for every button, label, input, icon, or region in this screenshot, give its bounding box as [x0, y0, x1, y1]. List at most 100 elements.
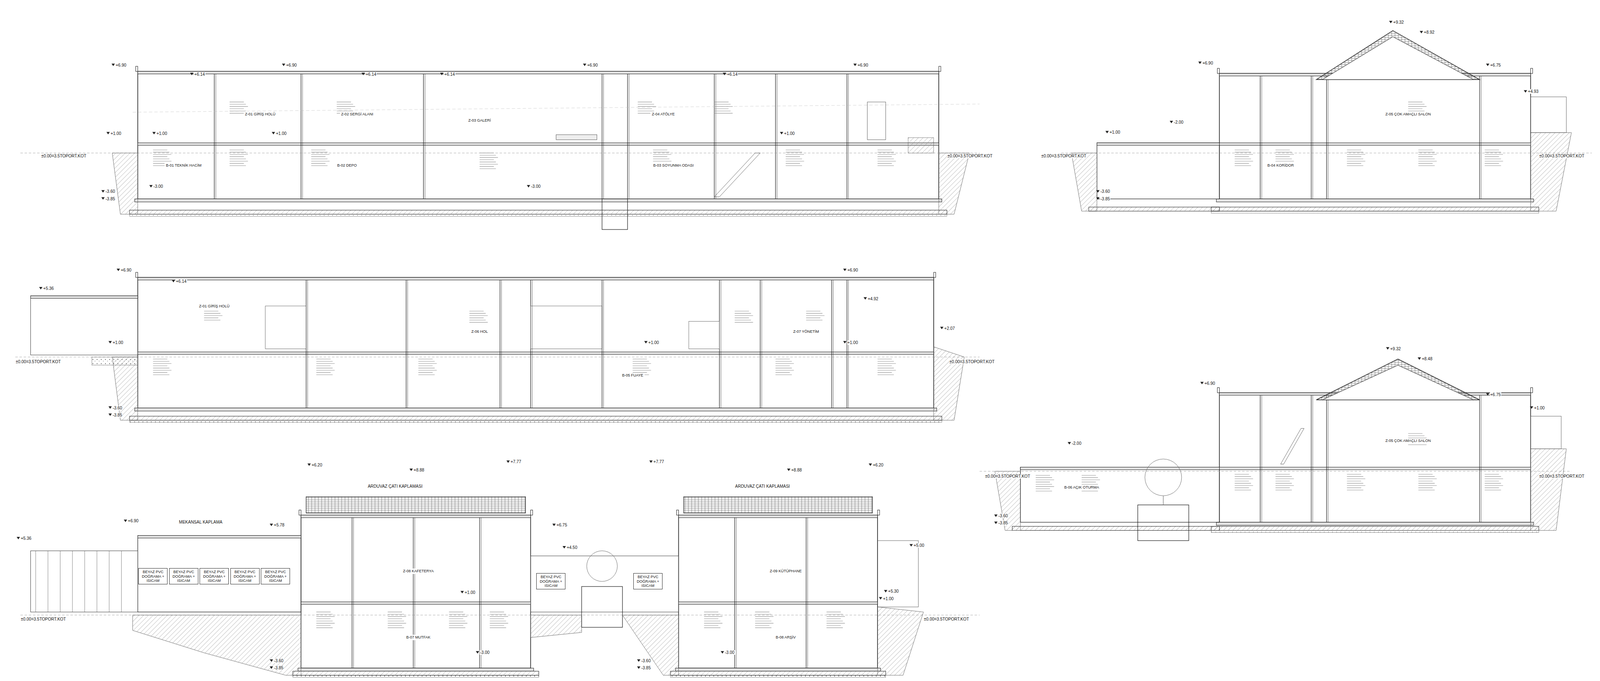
drawing-line: [490, 618, 505, 620]
drawing-line: [637, 101, 653, 103]
drawing-line: [449, 618, 464, 620]
drawing-line: [1234, 154, 1253, 155]
drawing-line: [387, 620, 405, 622]
drawing-line: [1484, 476, 1501, 478]
drawing-line: [1484, 165, 1501, 166]
drawing-line: [877, 365, 892, 367]
drawing-rect: [678, 602, 878, 605]
drawing-line: [152, 156, 168, 158]
drawing-rect: [1217, 387, 1220, 393]
drawing-line: [1035, 486, 1055, 488]
drawing-line: [490, 625, 505, 626]
drawing-line: [316, 618, 331, 620]
drawing-line: [755, 618, 770, 620]
drawing-line: [652, 158, 670, 160]
drawing-line: [1234, 160, 1253, 162]
drawing-line: [204, 315, 223, 316]
drawing-line: [704, 623, 723, 624]
level-label: +6.90: [115, 62, 127, 68]
drawing-line: [479, 161, 496, 163]
room-tag: B-05 FUAYE: [620, 372, 645, 378]
drawing-line: [632, 358, 647, 360]
drawing-line: [1081, 479, 1100, 480]
drawing-line: [785, 154, 805, 155]
level-triangle: [1200, 382, 1204, 385]
room-tag: B-04 KORİDOR: [1266, 162, 1296, 168]
drawing-line: [229, 163, 244, 164]
drawing-line: [152, 154, 172, 155]
level-label: MEKANSAL KAPLAMA: [178, 520, 223, 525]
drawing-line: [15, 357, 980, 358]
level-label: -3.60: [640, 658, 652, 664]
drawing-line: [734, 517, 735, 669]
drawing-line: [469, 320, 486, 321]
drawing-line: [1275, 154, 1294, 155]
drawing-rect: [137, 142, 939, 146]
drawing-rect: [129, 416, 942, 421]
room-tag: B-07 MUTFAK: [405, 635, 432, 640]
drawing-shape: [995, 471, 1021, 531]
level-triangle: [868, 463, 873, 467]
drawing-line: [229, 160, 248, 162]
drawing-line: [806, 313, 823, 314]
level-triangle: [271, 132, 275, 135]
drawing-line: [1234, 149, 1249, 150]
drawing-line: [877, 358, 892, 360]
drawing-rect: [292, 675, 539, 678]
drawing-rect: [877, 510, 880, 515]
drawing-line: [1081, 482, 1096, 483]
drawing-line: [826, 623, 845, 624]
room-name: Z-01 GİRİŞ HOLÜ: [245, 112, 276, 117]
drawing-line: [632, 370, 651, 371]
level-triangle: [1486, 63, 1490, 67]
drawing-rect: [137, 71, 939, 74]
drawing-line: [1275, 490, 1292, 491]
level-label: +9.32: [1392, 20, 1405, 25]
level-triangle: [16, 537, 20, 540]
drawing-line: [826, 625, 841, 626]
drawing-line: [35, 550, 36, 613]
level-label: ±0.00=3.5TOPORT.KOT: [40, 153, 87, 159]
drawing-line: [1234, 163, 1249, 164]
drawing-line: [1035, 479, 1055, 480]
room-tag: B-03 SOYUNMA ODASI: [652, 162, 695, 168]
drawing-rect: [1211, 207, 1539, 212]
drawing-line: [490, 627, 507, 629]
drawing-line: [1347, 476, 1364, 478]
drawing-line: [418, 370, 437, 371]
drawing-line: [877, 163, 892, 164]
drawing-line: [785, 160, 805, 162]
drawing-line: [215, 74, 216, 200]
room-tag: Z-06 HOL: [470, 329, 490, 335]
drawing-rect: [265, 306, 307, 350]
drawing-line: [1081, 484, 1098, 485]
drawing-line: [1418, 163, 1433, 164]
drawing-line: [316, 627, 333, 629]
drawing-line: [1234, 165, 1251, 166]
drawing-line: [1261, 75, 1263, 199]
drawing-line: [704, 625, 719, 626]
level-triangle: [1169, 120, 1173, 124]
level-label: +6.75: [1490, 392, 1502, 398]
drawing-rect: [1530, 97, 1567, 133]
drawing-line: [806, 320, 823, 321]
drawing-line: [826, 616, 845, 618]
drawing-line: [603, 280, 604, 408]
window-tag: BEYAZ PVC DOĞRAMA + ISICAM: [230, 568, 260, 585]
drawing-rect: [91, 357, 138, 366]
drawing-line: [300, 74, 302, 200]
room-tag: B-01 TEKNİK HACİM: [164, 162, 203, 168]
room-tag: Z-01 GİRİŞ HOLÜ: [243, 111, 277, 117]
drawing-line: [628, 74, 630, 200]
drawing-line: [652, 154, 672, 155]
drawing-line: [1260, 395, 1261, 523]
level-triangle: [1386, 347, 1390, 350]
level-label: +5.00: [913, 543, 925, 548]
drawing-line: [1081, 475, 1096, 476]
drawing-line: [1418, 487, 1433, 489]
level-triangle: [1486, 393, 1490, 396]
drawing-line: [1418, 160, 1437, 162]
level-triangle: [909, 544, 913, 547]
level-triangle: [101, 190, 105, 193]
drawing-line: [1408, 104, 1425, 105]
